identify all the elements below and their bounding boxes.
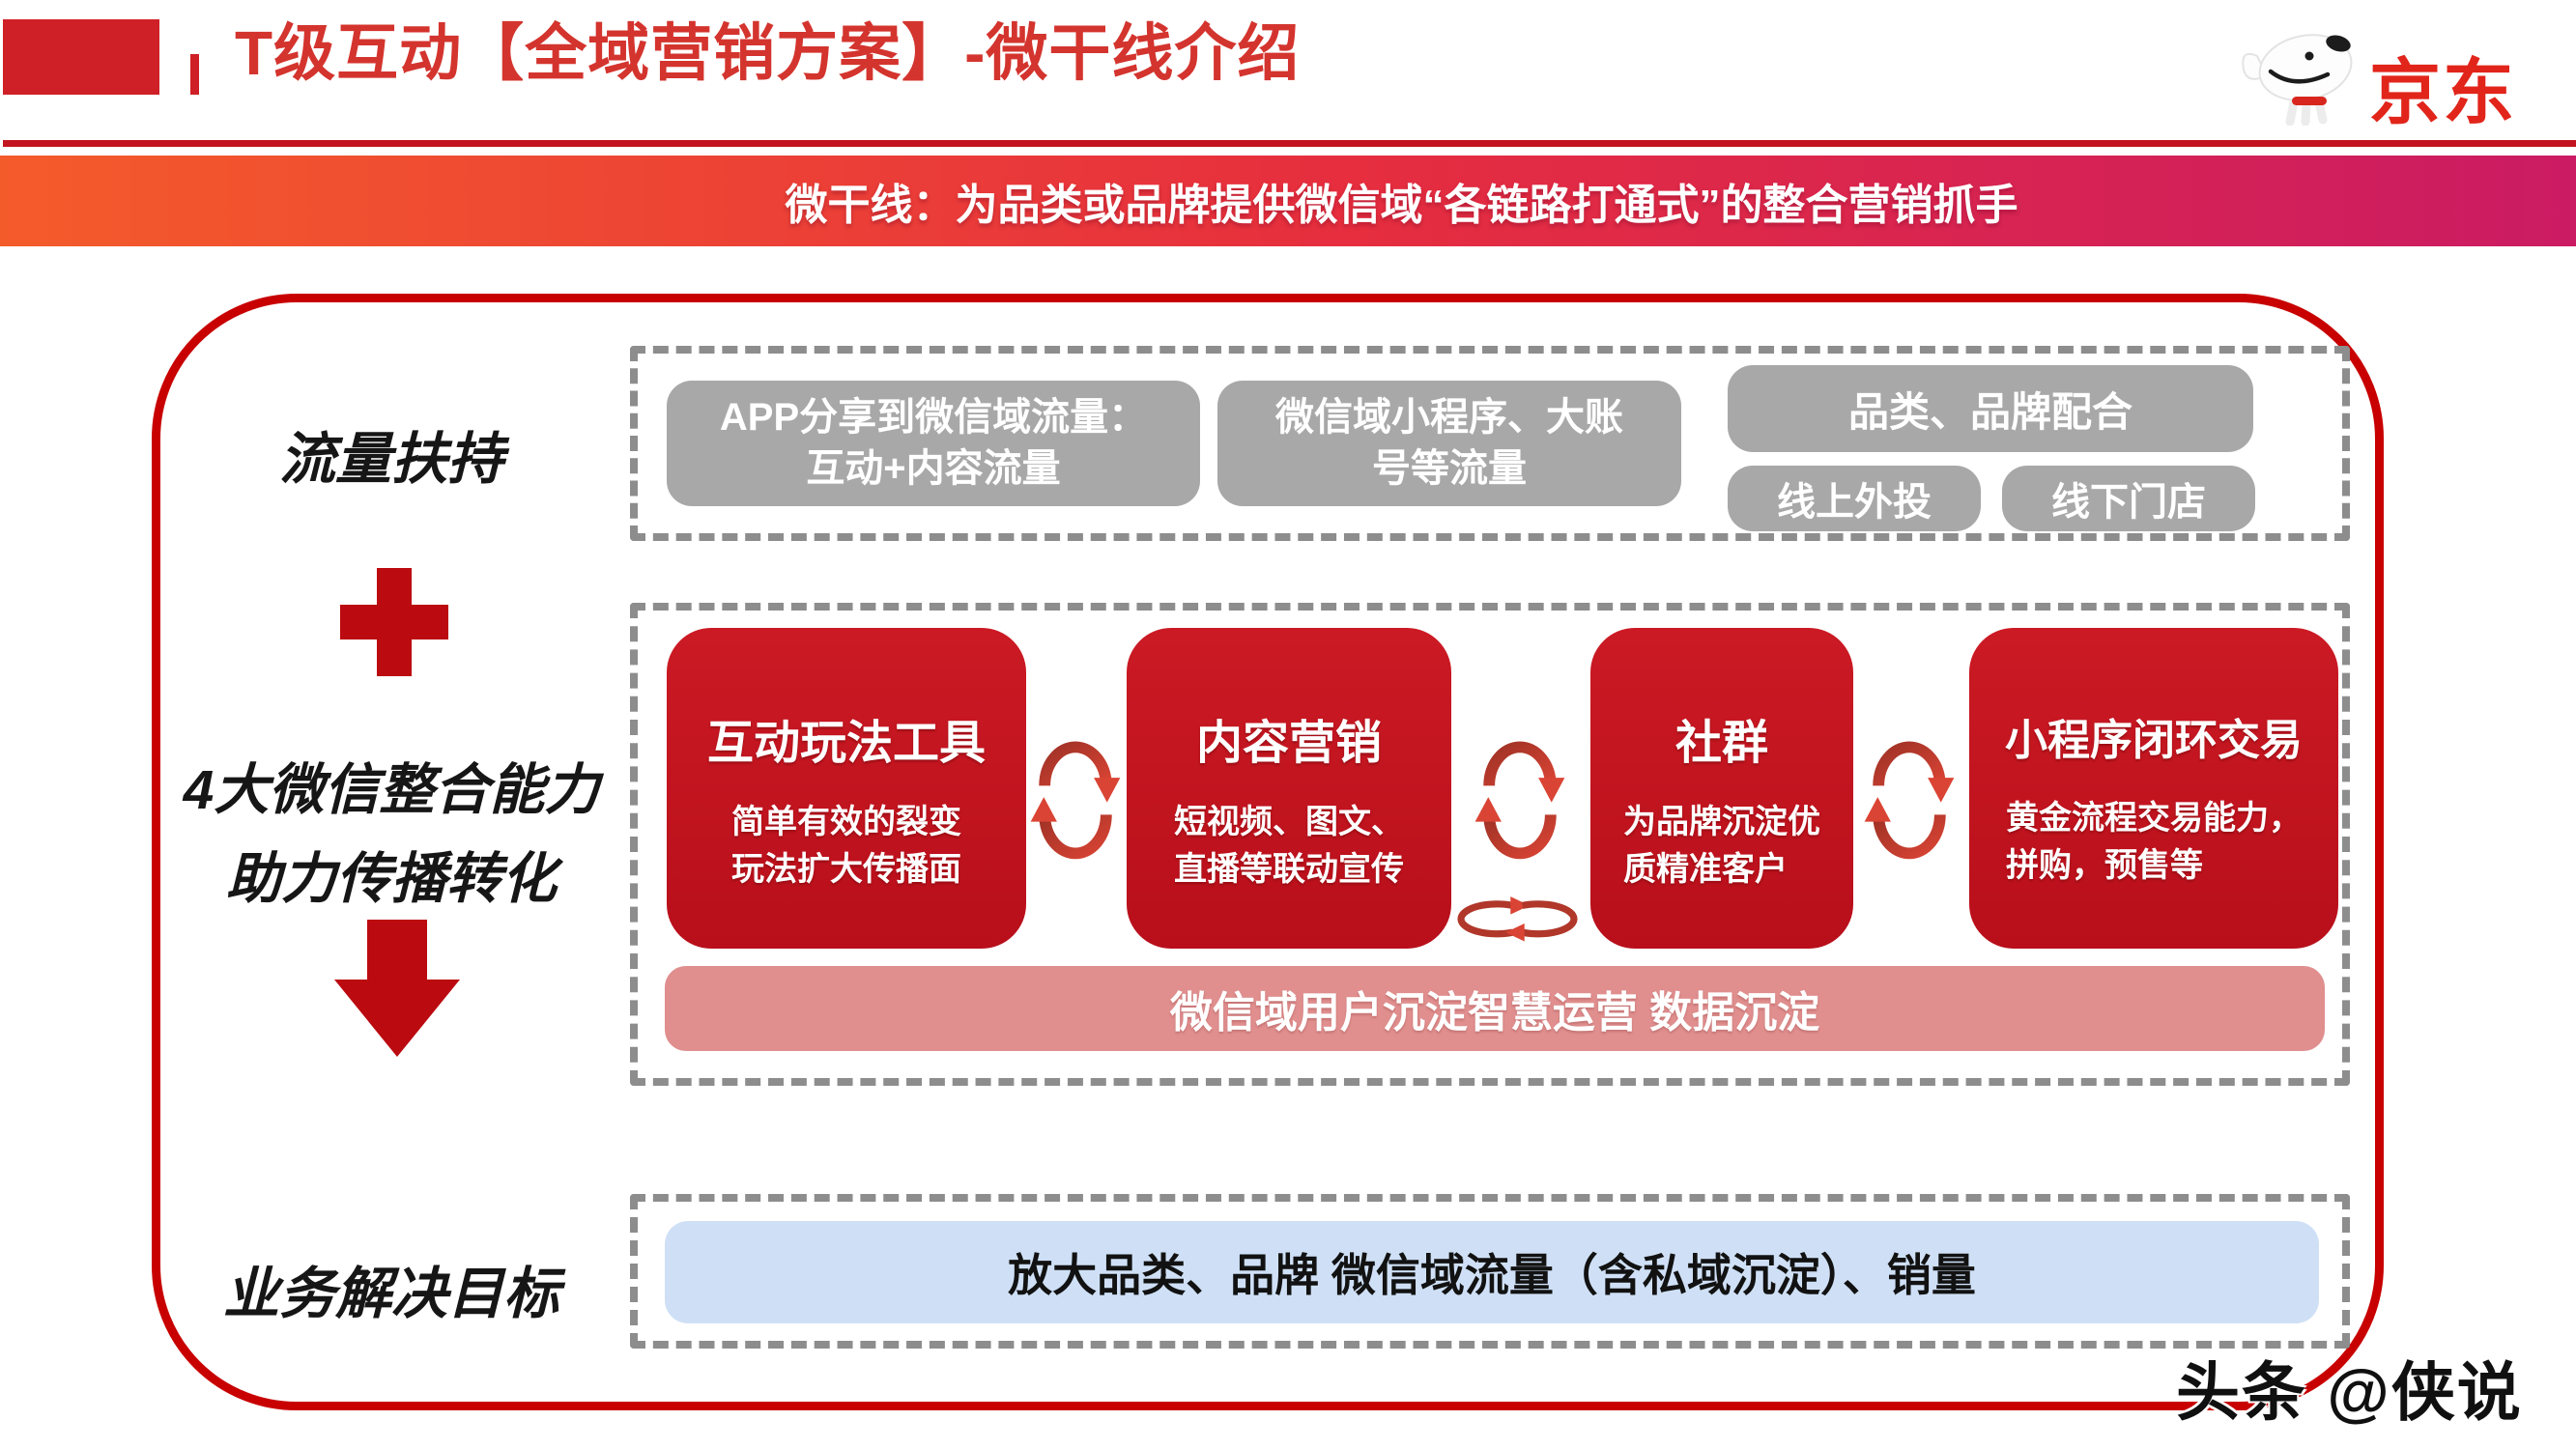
jd-logo-text: 京东 bbox=[2369, 52, 2516, 132]
pillar-desc-line1: 黄金流程交易能力， bbox=[2006, 799, 2302, 837]
content-frame bbox=[152, 294, 2384, 1410]
capability-zone: 互动玩法工具 简单有效的裂变 玩法扩大传播面 内容营销 短视频、图文、 直播等联 bbox=[630, 603, 2350, 1086]
pillar-desc-line1: 短视频、图文、 bbox=[1174, 804, 1404, 841]
cycle-arrows-icon bbox=[1027, 702, 1124, 895]
jd-logo: 京东 bbox=[2238, 17, 2516, 130]
pillar-desc: 简单有效的裂变 玩法扩大传播面 bbox=[731, 799, 961, 895]
traffic-box-miniprogram: 微信域小程序、大账 号等流量 bbox=[1217, 381, 1681, 506]
subtitle-banner: 微干线：为品类或品牌提供微信域“各链路打通式”的整合营销抓手 bbox=[0, 156, 2576, 246]
pillar-desc: 黄金流程交易能力， 拼购，预售等 bbox=[2006, 795, 2302, 891]
brand-square bbox=[3, 19, 159, 95]
plus-icon bbox=[340, 568, 448, 676]
cycle-arrows-icon bbox=[1472, 702, 1568, 895]
pillar-desc-line1: 简单有效的裂变 bbox=[731, 804, 961, 841]
app-share-line2: 互动+内容流量 bbox=[806, 447, 1061, 490]
pillar-desc-line1: 为品牌沉淀优 bbox=[1623, 804, 1820, 841]
capability-label-line2: 助力传播转化 bbox=[226, 848, 557, 910]
miniprogram-line1: 微信域小程序、大账 bbox=[1275, 396, 1623, 440]
title-divider bbox=[190, 54, 199, 95]
business-goal-label: 业务解决目标 bbox=[222, 1263, 559, 1325]
traffic-support-label: 流量扶持 bbox=[278, 428, 503, 491]
pillar-desc: 短视频、图文、 直播等联动宣传 bbox=[1174, 799, 1404, 895]
pillar-desc-line2: 质精准客户 bbox=[1623, 851, 1788, 889]
pillar-title: 小程序闭环交易 bbox=[2005, 717, 2303, 764]
pillar-desc-line2: 直播等联动宣传 bbox=[1174, 851, 1404, 889]
app-share-line1: APP分享到微信域流量： bbox=[719, 396, 1148, 440]
pillar-content-marketing: 内容营销 短视频、图文、 直播等联动宣传 bbox=[1127, 628, 1451, 949]
pillar-miniprogram-transaction: 小程序闭环交易 黄金流程交易能力， 拼购，预售等 bbox=[1969, 628, 2338, 949]
pillar-title: 内容营销 bbox=[1195, 718, 1382, 769]
pillar-title: 社群 bbox=[1674, 718, 1768, 769]
traffic-zone: APP分享到微信域流量： 互动+内容流量 微信域小程序、大账 号等流量 品类、品… bbox=[630, 346, 2350, 541]
pillar-interactive-tools: 互动玩法工具 简单有效的裂变 玩法扩大传播面 bbox=[667, 628, 1026, 949]
pillar-desc: 为品牌沉淀优 质精准客户 bbox=[1623, 799, 1820, 895]
header-divider-line bbox=[3, 140, 2576, 147]
goal-bar: 放大品类、品牌 微信域流量（含私域沉淀）、销量 bbox=[665, 1221, 2319, 1323]
pillar-desc-line2: 玩法扩大传播面 bbox=[731, 851, 961, 889]
goal-zone: 放大品类、品牌 微信域流量（含私域沉淀）、销量 bbox=[630, 1194, 2350, 1349]
traffic-box-online-ads: 线上外投 bbox=[1728, 466, 1981, 531]
miniprogram-line2: 号等流量 bbox=[1372, 447, 1527, 490]
pillar-community: 社群 为品牌沉淀优 质精准客户 bbox=[1590, 628, 1853, 949]
jd-dog-mascot-icon bbox=[2238, 17, 2363, 130]
pillar-title: 互动玩法工具 bbox=[706, 718, 986, 769]
down-arrow-icon bbox=[334, 920, 460, 1057]
cycle-arrows-icon bbox=[1861, 702, 1958, 895]
traffic-box-app-share: APP分享到微信域流量： 互动+内容流量 bbox=[667, 381, 1200, 506]
page-title: T级互动【全域营销方案】-微干线介绍 bbox=[235, 18, 1301, 88]
pillar-desc-line2: 拼购，预售等 bbox=[2006, 846, 2203, 884]
traffic-box-category-coop: 品类、品牌配合 bbox=[1728, 365, 2253, 452]
operation-bar: 微信域用户沉淀智慧运营 数据沉淀 bbox=[665, 966, 2325, 1051]
cycle-arrows-horizontal-icon bbox=[1438, 894, 1597, 971]
traffic-box-offline-store: 线下门店 bbox=[2002, 466, 2255, 531]
subtitle-text: 微干线：为品类或品牌提供微信域“各链路打通式”的整合营销抓手 bbox=[785, 182, 2018, 229]
watermark: 头条 @侠说 bbox=[2176, 1356, 2523, 1428]
capability-label-line1: 4大微信整合能力 bbox=[183, 759, 600, 821]
